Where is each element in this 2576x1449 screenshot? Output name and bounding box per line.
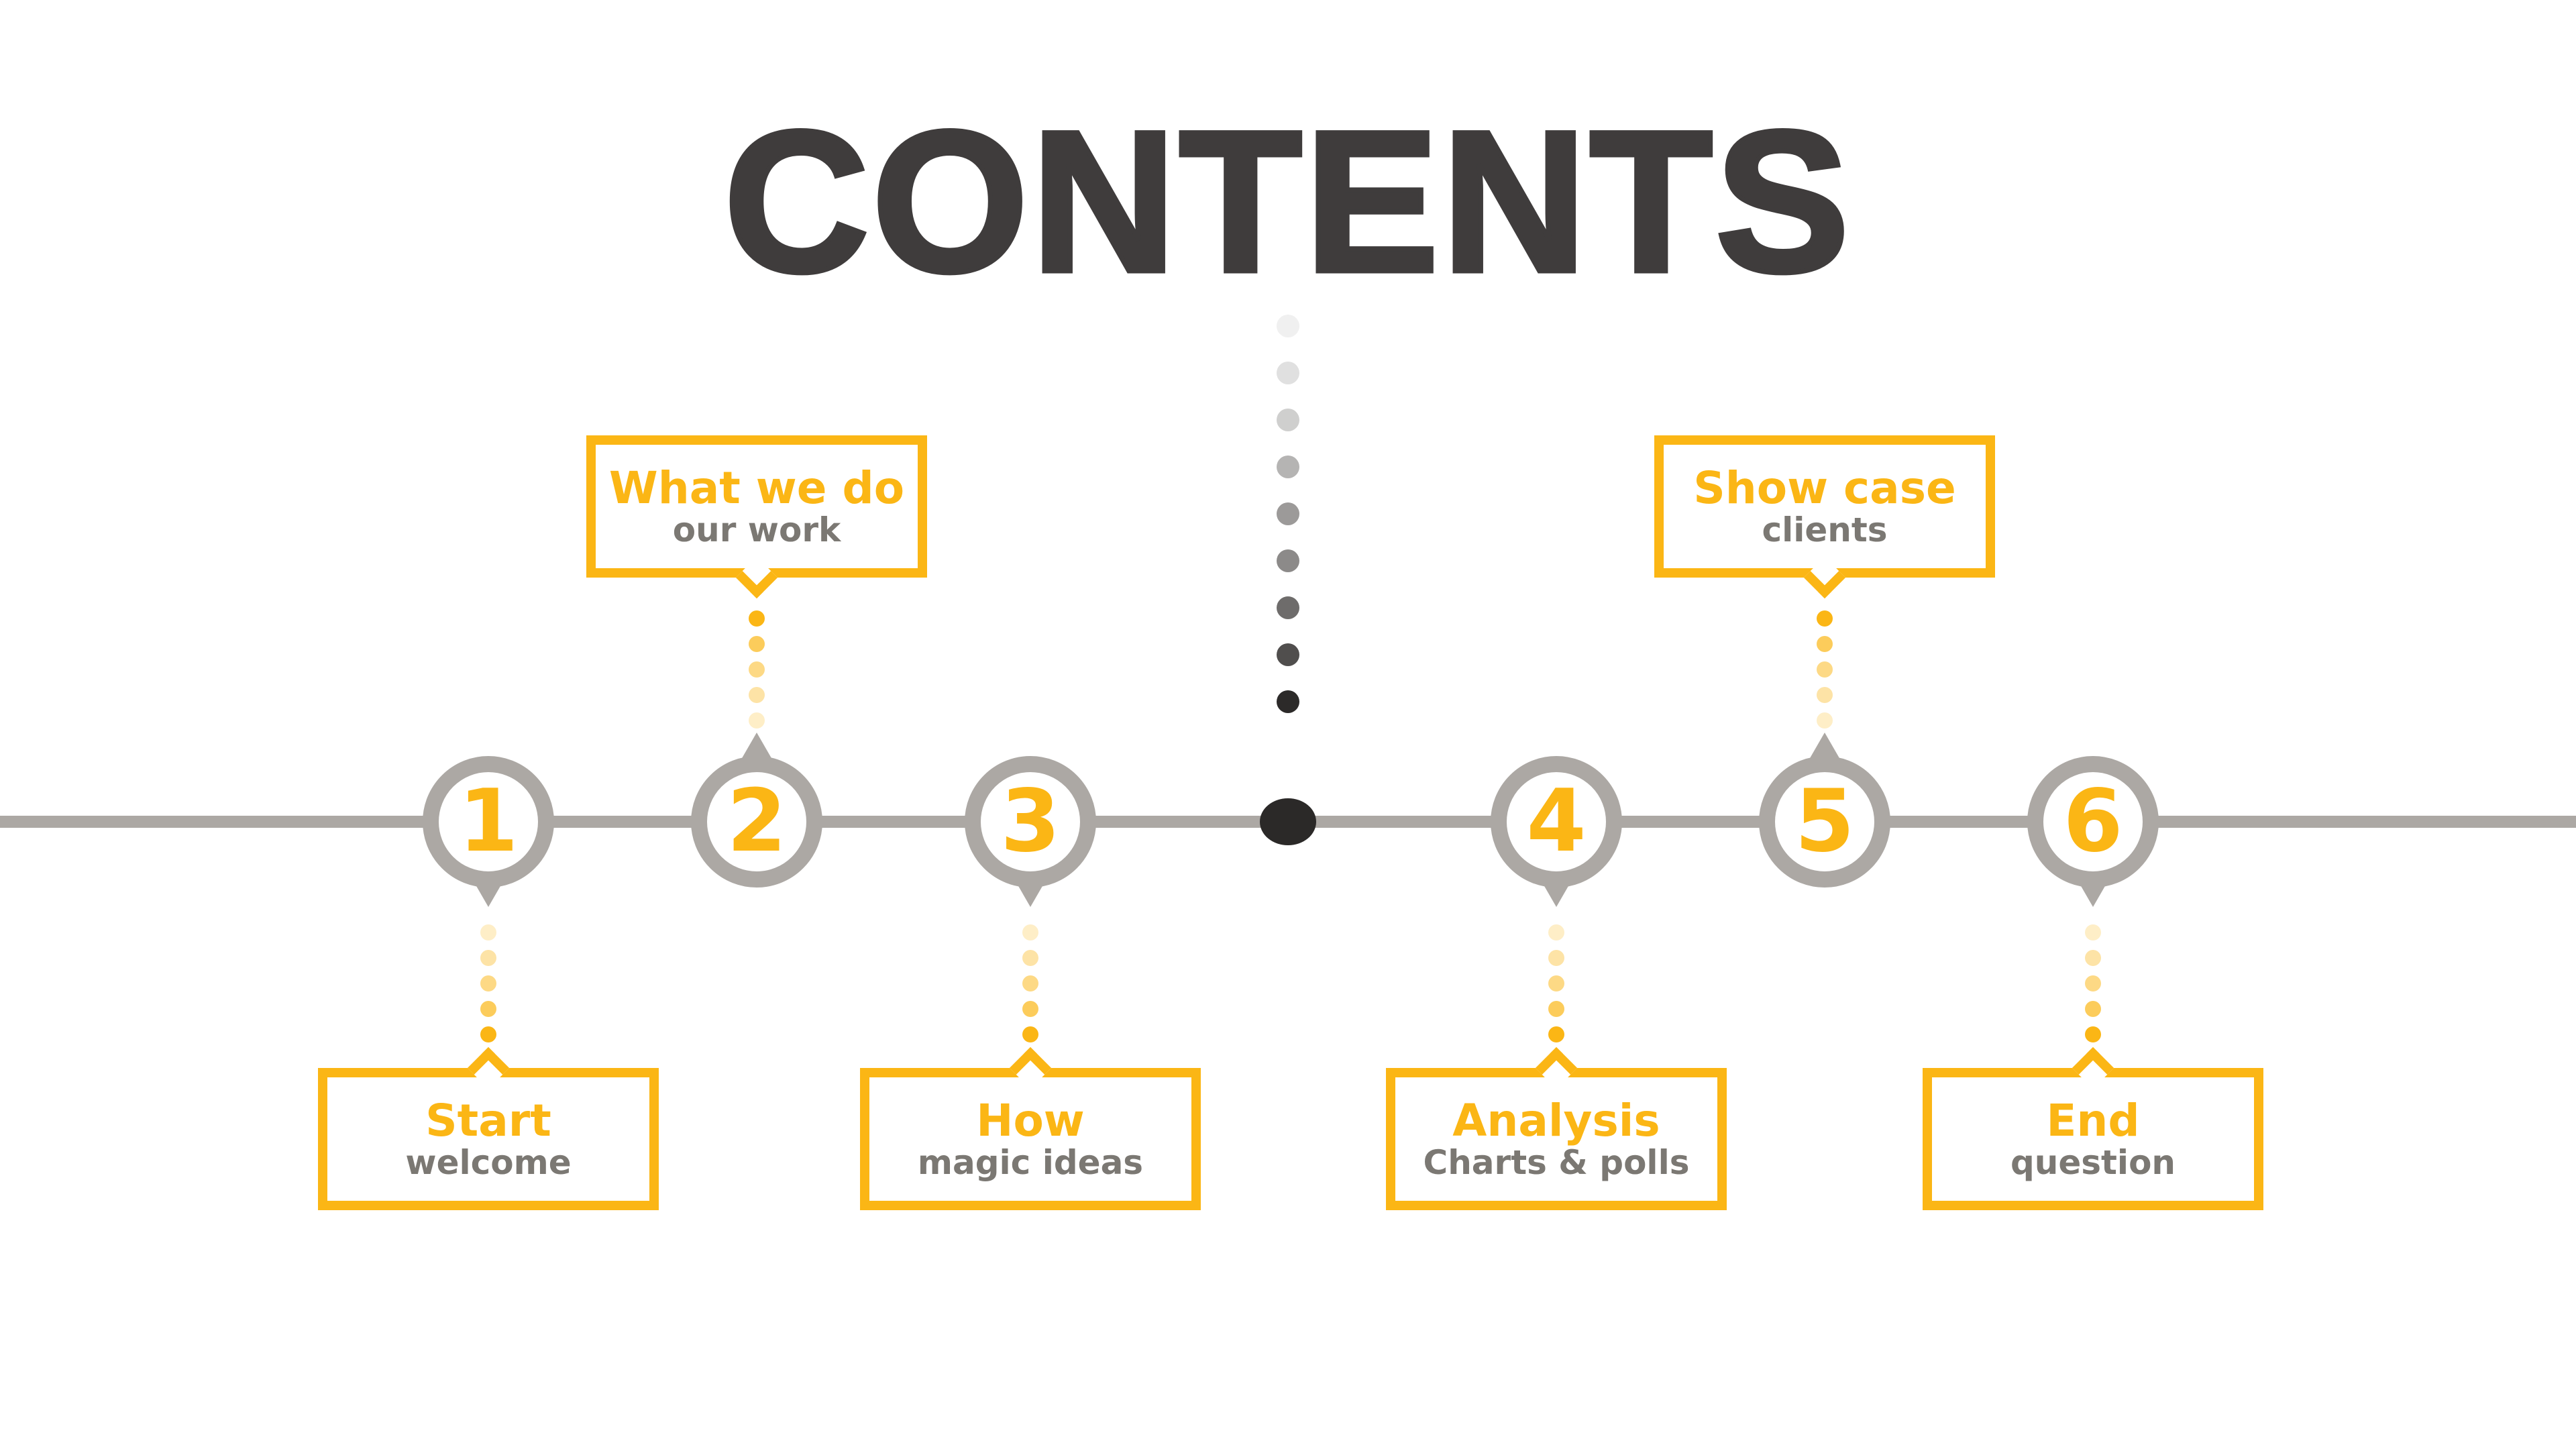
node-number: 4	[1526, 771, 1587, 871]
node-number: 3	[1000, 771, 1061, 871]
timeline-node-2[interactable]: 2	[691, 756, 822, 888]
timeline-node-5[interactable]: 5	[1759, 756, 1890, 888]
timeline-node-1[interactable]: 1	[423, 756, 554, 888]
fade-dot	[1277, 455, 1299, 478]
section-subtitle: Charts & polls	[1423, 1143, 1690, 1183]
section-title: How	[976, 1094, 1085, 1146]
node-number: 1	[458, 771, 519, 871]
section-title: What we do	[608, 462, 905, 514]
section-box-end[interactable]: End question	[1923, 1046, 2263, 1210]
timeline-center-dot	[1260, 798, 1316, 845]
timeline-node-4[interactable]: 4	[1491, 756, 1622, 888]
section-subtitle: our work	[672, 511, 841, 550]
fade-dot	[1277, 643, 1299, 666]
timeline-node-6[interactable]: 6	[2027, 756, 2159, 888]
section-subtitle: clients	[1762, 511, 1888, 550]
box-notch	[735, 556, 778, 599]
fade-dot	[1277, 409, 1299, 431]
section-subtitle: magic ideas	[917, 1143, 1144, 1183]
slide-title: CONTENTS	[722, 89, 1852, 314]
section-box-how[interactable]: How magic ideas	[860, 1046, 1201, 1210]
box-notch	[2072, 1046, 2114, 1089]
box-notch	[1009, 1046, 1052, 1089]
section-title: Start	[425, 1094, 551, 1146]
node-number: 6	[2063, 771, 2123, 871]
section-title: Analysis	[1452, 1094, 1660, 1146]
fade-dot	[1277, 315, 1299, 337]
section-subtitle: welcome	[405, 1143, 572, 1183]
box-notch	[1803, 556, 1846, 599]
fade-dot	[1277, 502, 1299, 525]
fade-dot	[1277, 690, 1299, 713]
section-box-analysis[interactable]: Analysis Charts & polls	[1386, 1046, 1727, 1210]
timeline-node-3[interactable]: 3	[965, 756, 1096, 888]
section-box-start[interactable]: Start welcome	[318, 1046, 659, 1210]
node-number: 2	[727, 771, 787, 871]
box-notch	[467, 1046, 510, 1089]
section-title: Show case	[1693, 462, 1956, 514]
box-notch	[1535, 1046, 1578, 1089]
fade-dot	[1277, 362, 1299, 384]
fade-dot	[1277, 549, 1299, 572]
node-number: 5	[1794, 771, 1855, 871]
fade-dot	[1277, 596, 1299, 619]
section-box-showcase[interactable]: Show case clients	[1654, 435, 1995, 599]
section-subtitle: question	[2010, 1143, 2176, 1183]
section-box-what-we-do[interactable]: What we do our work	[586, 435, 927, 599]
section-title: End	[2046, 1094, 2140, 1146]
